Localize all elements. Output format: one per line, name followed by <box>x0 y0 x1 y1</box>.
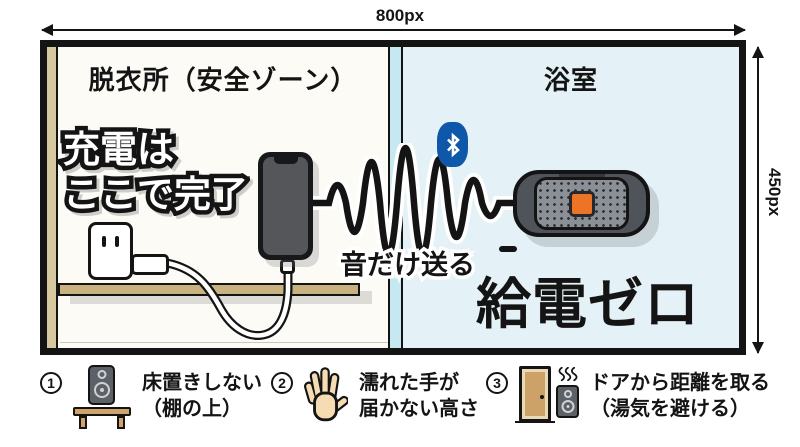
tweeter-icon <box>563 390 572 398</box>
legend-item-door-distance: 3 ドアから距離を取る （湯気を避 <box>486 363 770 423</box>
speaker-cable-stub <box>499 246 517 252</box>
charge-note: 充電は ここで完了 <box>63 127 248 217</box>
legend-text-line1: ドアから距離を取る <box>590 372 770 394</box>
speaker-power-button-icon <box>568 190 595 217</box>
legend-text-line2: （湯気を避ける） <box>590 398 750 420</box>
door-icon <box>515 366 555 423</box>
bluetooth-speaker-icon <box>513 170 650 237</box>
dressing-room-title: 脱衣所（安全ゾーン） <box>88 65 358 95</box>
bathroom-title: 浴室 <box>543 65 598 95</box>
floor-plan: 脱衣所（安全ゾーン） 浴室 充電は ここで完了 <box>40 40 746 355</box>
signal-label-text: 音だけ送る <box>305 243 510 282</box>
phone-screen <box>263 157 308 255</box>
phone-connector-icon <box>280 259 295 274</box>
woofer-icon <box>561 400 574 413</box>
left-wall <box>47 47 58 348</box>
legend-number-badge: 3 <box>486 372 508 394</box>
woofer-icon <box>93 382 110 398</box>
speaker-icon <box>88 365 115 405</box>
legend-number-badge: 2 <box>271 372 293 394</box>
legend-text-line1: 床置きしない <box>142 372 262 394</box>
speaker-on-shelf-icon <box>73 365 131 431</box>
height-dimension-arrow <box>752 46 764 354</box>
shelf-board <box>58 283 360 296</box>
table-leg-icon <box>117 416 125 429</box>
bluetooth-icon <box>437 122 468 167</box>
door-steam-speaker-icon <box>515 366 579 423</box>
legend-item-no-floor: 1 床置きしない （棚の上） <box>40 363 262 431</box>
small-speaker-icon <box>556 385 579 418</box>
legend: 1 床置きしない （棚の上） 2 <box>0 363 800 447</box>
height-label: 450px <box>765 168 784 217</box>
zero-power-label: 給電ゼロ <box>475 273 700 335</box>
legend-text-line2: 届かない高さ <box>359 398 479 420</box>
smartphone-icon <box>258 152 313 260</box>
phone-notch <box>273 157 298 164</box>
partition-wall <box>388 47 403 348</box>
legend-number-badge: 1 <box>40 372 62 394</box>
width-dimension-arrow <box>41 24 746 36</box>
steam-icon <box>558 366 577 382</box>
wet-hand-icon <box>304 365 349 428</box>
charge-note-line1: 充電は <box>63 127 248 172</box>
power-outlet-icon <box>88 222 133 280</box>
door-knob-icon <box>540 395 544 399</box>
outlet-plug-icon <box>131 254 169 275</box>
signal-label: 音だけ送る <box>305 243 510 282</box>
speaker-mesh <box>534 177 629 230</box>
legend-text-line2: （棚の上） <box>142 398 242 420</box>
legend-item-height: 2 濡れた手が 届かない高さ <box>271 363 479 428</box>
table-leg-icon <box>79 416 87 429</box>
floor-line <box>60 342 388 343</box>
outlet-slot <box>115 236 119 247</box>
legend-text: ドアから距離を取る （湯気を避ける） <box>590 370 770 422</box>
tweeter-icon <box>97 370 106 379</box>
shelf-table-icon <box>73 407 131 416</box>
legend-text: 濡れた手が 届かない高さ <box>359 370 479 422</box>
charge-note-line2: ここで完了 <box>63 172 248 217</box>
width-label: 800px <box>375 6 425 25</box>
legend-text: 床置きしない （棚の上） <box>142 370 262 422</box>
outlet-slot <box>102 236 106 247</box>
legend-text-line1: 濡れた手が <box>359 372 459 394</box>
